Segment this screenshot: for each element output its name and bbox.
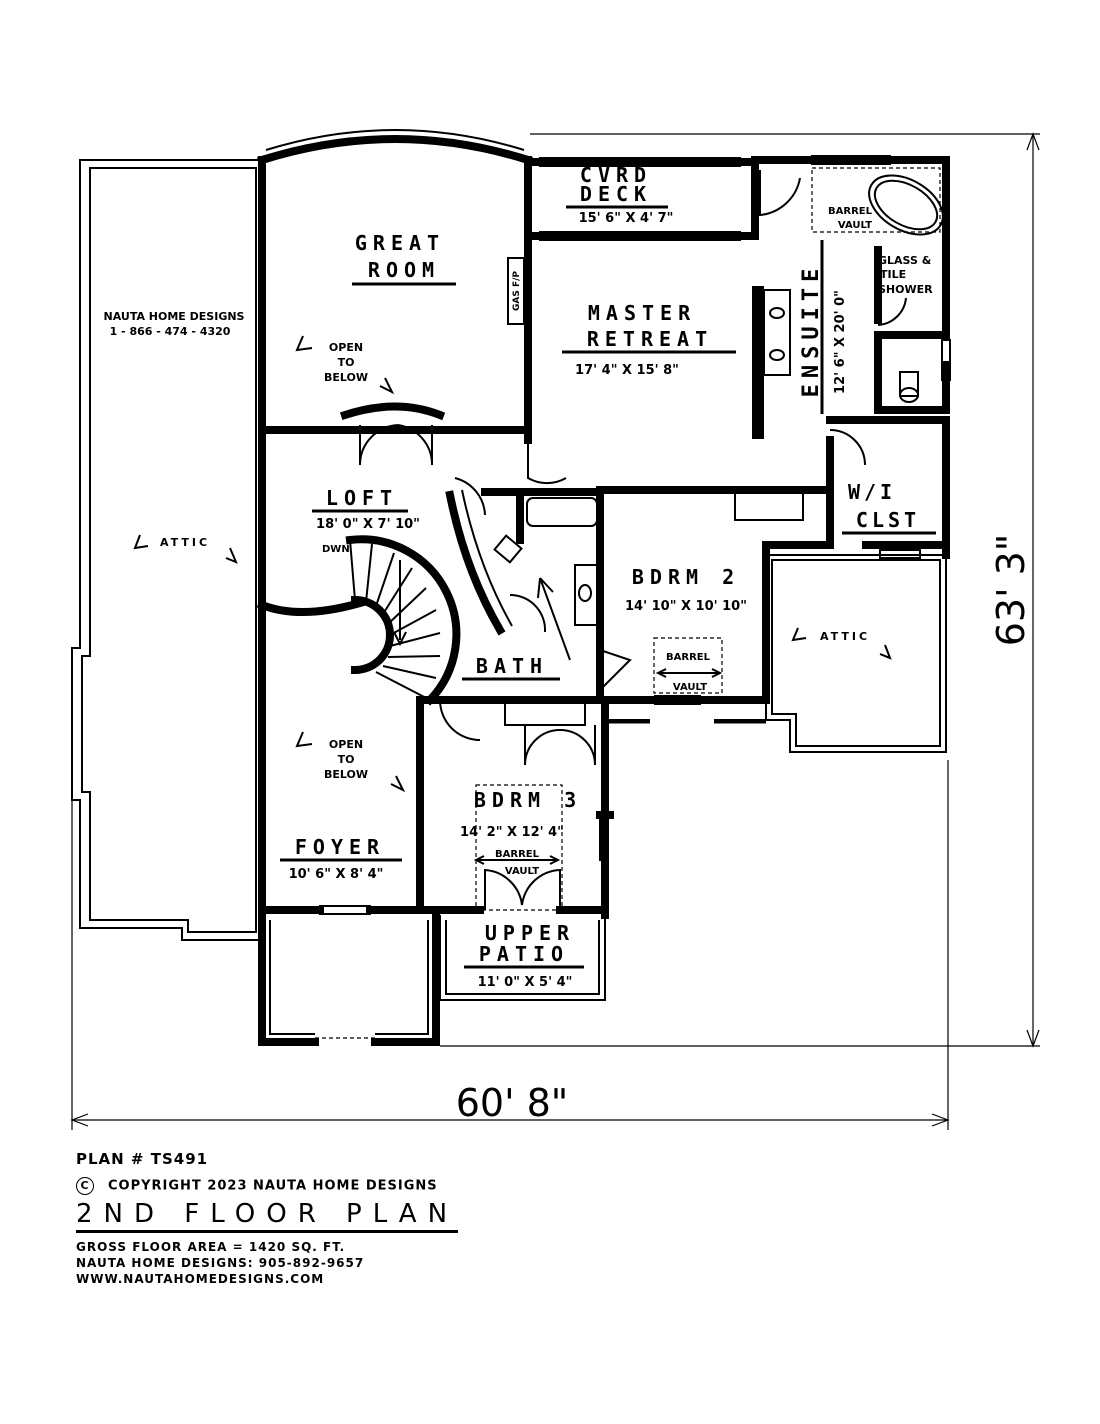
svg-text:ROOM: ROOM: [368, 258, 440, 282]
copyright-line: C COPYRIGHT 2023 NAUTA HOME DESIGNS: [76, 1177, 556, 1195]
company-label: NAUTA HOME DESIGNS 1 - 866 - 474 - 4320: [104, 310, 245, 338]
svg-text:18' 0" X 7' 10": 18' 0" X 7' 10": [316, 517, 420, 532]
copyright-icon: C: [76, 1177, 94, 1195]
title-block: PLAN # TS491 C COPYRIGHT 2023 NAUTA HOME …: [76, 1150, 556, 1287]
svg-text:OPEN: OPEN: [329, 341, 363, 354]
svg-text:ENSUITE: ENSUITE: [799, 263, 824, 398]
svg-text:12' 6" X 20' 0": 12' 6" X 20' 0": [833, 290, 848, 394]
svg-text:NAUTA HOME DESIGNS: NAUTA HOME DESIGNS: [104, 310, 245, 323]
great-room-label: GREAT ROOM: [352, 231, 456, 286]
svg-text:SHOWER: SHOWER: [878, 283, 933, 296]
svg-text:ATTIC: ATTIC: [820, 630, 870, 643]
svg-text:BDRM 3: BDRM 3: [474, 788, 582, 812]
svg-text:BARREL: BARREL: [666, 652, 711, 663]
svg-text:LOFT: LOFT: [326, 486, 398, 510]
front-balcony: [258, 911, 440, 1046]
glass-tile-shower-label: GLASS & TILE SHOWER: [878, 254, 933, 296]
plan-title: 2ND FLOOR PLAN: [76, 1199, 459, 1233]
svg-text:BELOW: BELOW: [324, 768, 368, 781]
svg-text:CVRD: CVRD: [580, 163, 652, 187]
svg-text:RETREAT: RETREAT: [587, 327, 713, 351]
svg-text:ATTIC: ATTIC: [160, 536, 210, 549]
attic-left-label: ATTIC: [133, 534, 238, 564]
ensuite-label: ENSUITE 12' 6" X 20' 0": [799, 240, 848, 414]
svg-text:VAULT: VAULT: [505, 866, 539, 877]
walls: [256, 129, 950, 919]
svg-text:GREAT: GREAT: [355, 231, 445, 255]
svg-text:14' 10" X 10' 10": 14' 10" X 10' 10": [625, 599, 747, 614]
svg-text:TO: TO: [338, 356, 355, 369]
svg-text:1 - 866 - 474 - 4320: 1 - 866 - 474 - 4320: [110, 325, 231, 338]
svg-text:GAS F/P: GAS F/P: [512, 271, 522, 311]
svg-text:GLASS &: GLASS &: [878, 254, 932, 267]
windows: [319, 155, 951, 915]
stair: [345, 489, 513, 706]
copyright-text: COPYRIGHT 2023 NAUTA HOME DESIGNS: [108, 1178, 438, 1194]
svg-text:DECK: DECK: [580, 182, 652, 206]
svg-text:W/I: W/I: [848, 480, 896, 504]
svg-text:17' 4" X 15' 8": 17' 4" X 15' 8": [575, 363, 679, 378]
svg-text:14' 2" X 12' 4": 14' 2" X 12' 4": [460, 825, 564, 840]
open-to-below-upper: OPEN TO BELOW: [295, 335, 395, 395]
svg-text:CLST: CLST: [856, 508, 920, 532]
bdrm3-label: BDRM 3 14' 2" X 12' 4": [460, 788, 582, 840]
svg-text:MASTER: MASTER: [588, 301, 696, 325]
master-retreat-label: MASTER RETREAT 17' 4" X 15' 8": [562, 301, 736, 378]
svg-text:10' 6" X 8' 4": 10' 6" X 8' 4": [289, 867, 384, 882]
doors: [339, 170, 907, 910]
svg-text:VAULT: VAULT: [838, 220, 872, 231]
right-attic-outline: [765, 554, 947, 753]
svg-text:PATIO: PATIO: [479, 942, 569, 966]
cvrd-deck-label: CVRD DECK 15' 6" X 4' 7": [566, 163, 673, 226]
svg-text:FOYER: FOYER: [295, 835, 385, 859]
dwn-label: DWN: [322, 544, 350, 555]
svg-text:VAULT: VAULT: [673, 682, 707, 693]
svg-text:TO: TO: [338, 753, 355, 766]
left-attic-outline: [71, 159, 263, 941]
bdrm2-label: BDRM 2 14' 10" X 10' 10": [625, 565, 747, 614]
svg-text:BELOW: BELOW: [324, 371, 368, 384]
svg-text:OPEN: OPEN: [329, 738, 363, 751]
wi-clst-label: W/I CLST: [842, 480, 936, 535]
loft-label: LOFT 18' 0" X 7' 10": [312, 486, 420, 532]
open-to-below-lower: OPEN TO BELOW: [295, 731, 406, 793]
attic-right-label: ATTIC: [791, 627, 892, 660]
upper-patio-rail: [439, 915, 606, 1001]
plan-number: PLAN # TS491: [76, 1150, 209, 1168]
svg-text:15' 6" X 4' 7": 15' 6" X 4' 7": [579, 211, 674, 226]
barrel-vault-bdrm2: BARREL VAULT: [655, 652, 723, 693]
barrel-vault-bdrm3: BARREL VAULT: [473, 849, 561, 877]
svg-text:BATH: BATH: [476, 654, 548, 678]
fixtures: [475, 167, 944, 911]
svg-text:TILE: TILE: [880, 268, 906, 281]
gross-floor-area: GROSS FLOOR AREA = 1420 SQ. FT.: [76, 1240, 346, 1254]
svg-text:UPPER: UPPER: [485, 921, 575, 945]
barrel-vault-ensuite: BARREL VAULT: [828, 206, 873, 231]
svg-text:BARREL: BARREL: [828, 206, 873, 217]
foyer-label: FOYER 10' 6" X 8' 4": [280, 835, 402, 882]
svg-text:11' 0" X 5' 4": 11' 0" X 5' 4": [478, 975, 573, 990]
svg-text:BARREL: BARREL: [495, 849, 540, 860]
website: WWW.NAUTAHOMEDESIGNS.COM: [76, 1272, 325, 1286]
upper-patio-label: UPPER PATIO 11' 0" X 5' 4": [464, 921, 584, 990]
bath-label: BATH: [462, 654, 560, 681]
dimension-width-label: 60' 8": [456, 1081, 569, 1125]
gas-fp-label: GAS F/P: [507, 257, 525, 325]
company-phone: NAUTA HOME DESIGNS: 905-892-9657: [76, 1256, 365, 1270]
dimension-depth-label: 63' 3": [989, 534, 1033, 647]
svg-text:BDRM 2: BDRM 2: [632, 565, 740, 589]
